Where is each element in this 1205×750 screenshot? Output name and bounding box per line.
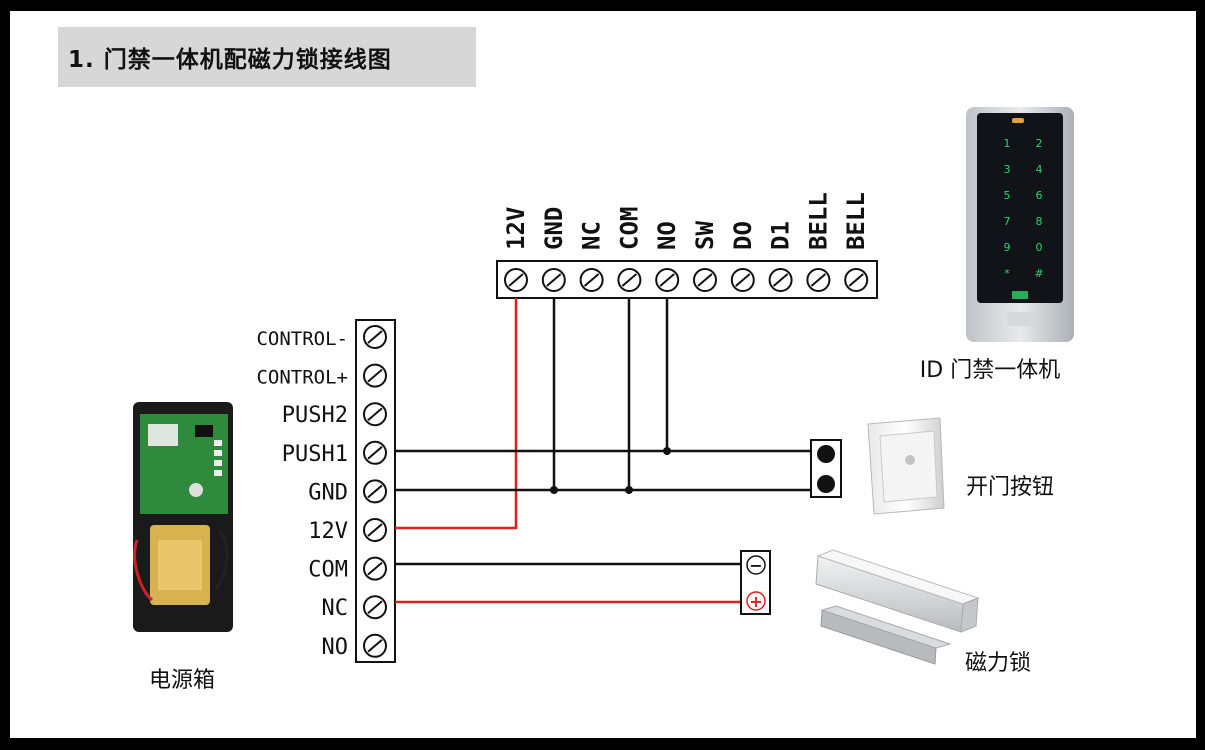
power-terminal-label: CONTROL+ (256, 367, 348, 389)
power-terminal-label: GND (308, 480, 348, 505)
exit-button-image (867, 417, 945, 515)
lock-minus-label: − (749, 556, 762, 575)
power-terminal-screw (363, 325, 387, 349)
wires (395, 298, 813, 604)
power-terminal-label: NO (322, 635, 349, 660)
power-terminal-label: COM (308, 558, 348, 583)
reader-terminal-label: NO (653, 221, 681, 250)
power-box-label: 电源箱 (149, 668, 215, 693)
power-terminal-label: 12V (308, 519, 348, 544)
reader-terminal-screw (541, 268, 566, 292)
reader-label: ID 门禁一体机 (920, 358, 1060, 383)
keypad-key: 7 (1004, 215, 1011, 228)
reader-terminal-label: 12V (502, 207, 530, 250)
power-terminal-screw (363, 595, 387, 620)
power-terminal-screw (363, 479, 387, 504)
reader-terminal-label: D1 (767, 221, 795, 250)
power-terminal-screw (363, 633, 387, 658)
exit-button-label: 开门按钮 (966, 475, 1054, 500)
power-terminal-screw (363, 440, 387, 465)
diagram-title: 1. 门禁一体机配磁力锁接线图 (68, 47, 392, 73)
keypad: 1 2 3 4 5 6 7 8 9 0 * # (1004, 137, 1044, 280)
exit-button-connector (810, 439, 842, 498)
keypad-key: 4 (1036, 163, 1043, 176)
keypad-key: 3 (1004, 163, 1011, 176)
reader-terminal-screw (504, 268, 528, 292)
power-terminal-screw (363, 518, 387, 542)
keypad-key: # (1034, 267, 1043, 280)
reader-terminal-screw (579, 268, 604, 292)
reader-terminal-label: BELL (804, 192, 832, 250)
reader-terminal-label: DO (729, 221, 757, 250)
lock-plus-label: + (749, 592, 762, 611)
reader-terminal-label: SW (691, 221, 719, 250)
magnetic-lock-image (815, 549, 980, 665)
keypad-key: * (1004, 267, 1010, 280)
wire-12v-red (395, 298, 518, 530)
power-terminal-screw (363, 363, 387, 388)
reader-terminal-label: GND (540, 207, 568, 250)
keypad-key: 5 (1004, 189, 1011, 202)
reader-terminal-block (496, 260, 878, 299)
keypad-key: 2 (1036, 137, 1043, 150)
reader-terminal-screw (617, 268, 642, 292)
keypad-key: 1 (1004, 137, 1011, 150)
reader-terminal-screw (730, 268, 755, 292)
power-terminal-screw (363, 402, 387, 427)
reader-terminal-screw (655, 268, 680, 292)
power-terminal-label: PUSH2 (282, 403, 348, 428)
title-box (58, 27, 476, 87)
power-terminal-label: CONTROL- (256, 328, 348, 350)
power-box-image (133, 402, 233, 632)
keypad-key: 0 (1036, 241, 1043, 254)
keypad-key: 6 (1036, 189, 1043, 202)
reader-terminal-label: BELL (842, 192, 870, 250)
reader-terminal-screw (844, 268, 869, 292)
reader-terminal-screw (768, 268, 793, 292)
reader-terminal-label: NC (578, 221, 606, 250)
power-terminal-label: NC (322, 596, 349, 621)
power-terminal-label: PUSH1 (282, 442, 348, 467)
reader-terminal-screw (806, 268, 831, 292)
power-terminal-screw (363, 556, 387, 581)
reader-terminal-labels: 12V GND NC COM NO SW DO D1 BELL BELL (502, 192, 870, 250)
reader-terminal-screw (693, 268, 717, 292)
reader-terminal-label: COM (615, 207, 643, 250)
lock-connector: − + (740, 550, 771, 615)
power-terminal-block (355, 319, 396, 663)
keypad-key: 9 (1004, 241, 1011, 254)
keypad-key: 8 (1036, 215, 1043, 228)
id-reader-image: 1 2 3 4 5 6 7 8 9 0 * # (966, 107, 1074, 342)
mag-lock-label: 磁力锁 (965, 651, 1031, 676)
